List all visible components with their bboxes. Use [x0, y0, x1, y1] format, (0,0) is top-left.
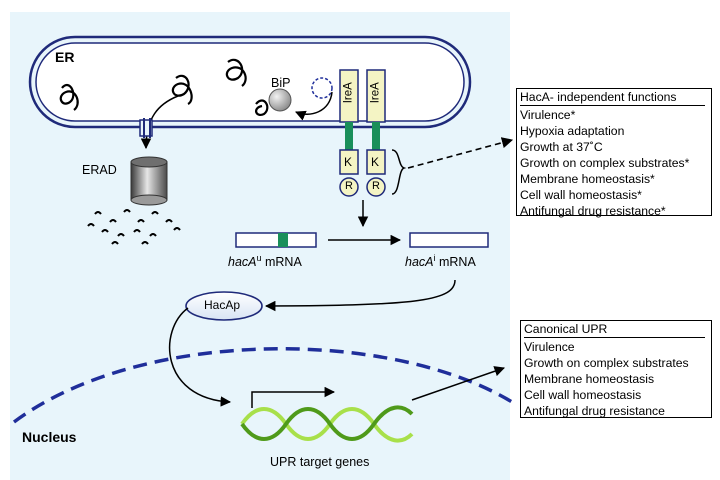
proteasome-top [130, 156, 168, 168]
irea-label-2: IreA [369, 82, 382, 104]
peptide-fragments [87, 209, 181, 245]
dashed-arrow-independent [407, 137, 514, 169]
canonical-item: Antifungal drug resistance [524, 404, 665, 418]
erad-export-arrow [140, 95, 179, 150]
irea-label-1: IreA [342, 82, 355, 104]
hacp-label: HacAp [204, 298, 241, 312]
canonical-upr-title: Canonical UPR [524, 322, 608, 336]
hacai-mrna-label: hacAi mRNA [405, 254, 476, 269]
canonical-item: Growth on complex substrates [524, 356, 689, 370]
canonical-upr-divider [524, 337, 705, 338]
independent-item: Hypoxia adaptation [520, 124, 625, 138]
hacau-superscript: u [256, 253, 262, 263]
nuclear-envelope [12, 347, 513, 424]
hacau-mrna-bar [235, 232, 317, 248]
rnase-label-2: R [372, 180, 380, 192]
hacai-mrna-bar [409, 232, 489, 248]
curly-brace [391, 149, 407, 195]
bip-release-arrow [295, 91, 333, 121]
dna-double-helix [240, 405, 414, 443]
independent-item: Cell wall homeostasis* [520, 188, 642, 202]
nucleus-label: Nucleus [22, 429, 77, 445]
upr-target-genes-label: UPR target genes [270, 455, 370, 469]
hacau-mrna-text: mRNA [261, 255, 302, 270]
independent-item: Growth on complex substrates* [520, 156, 690, 170]
hacA-independent-divider [520, 105, 705, 106]
unfolded-protein-2 [171, 74, 193, 105]
erad-label: ERAD [82, 163, 117, 177]
arrow-canonical-upr [411, 366, 505, 401]
bip-protein [268, 88, 292, 112]
independent-item: Virulence* [520, 108, 576, 122]
canonical-item: Virulence [524, 340, 575, 354]
unfolded-protein-3 [225, 58, 247, 87]
independent-item: Membrane homeostasis* [520, 172, 655, 186]
er-membrane-outer [28, 35, 472, 129]
canonical-item: Membrane homeostasis [524, 372, 655, 386]
rnase-label-1: R [345, 180, 353, 192]
unfolded-protein-1 [59, 84, 79, 111]
irea-receptor-1 [339, 69, 359, 197]
irea-receptor-2 [366, 69, 386, 197]
hacai-mrna-text: mRNA [435, 255, 476, 270]
unfolded-protein-4 [255, 99, 269, 116]
canonical-item: Cell wall homeostasis [524, 388, 642, 402]
nuclear-import-arrow [168, 307, 232, 407]
bip-binding-site [311, 77, 333, 99]
hacA-independent-functions-box: HacA- independent functions Virulence* H… [516, 88, 712, 218]
hacp-protein [185, 291, 263, 321]
transcription-arrow [251, 386, 336, 408]
hacau-gene-name: hacA [228, 255, 257, 270]
kinase-label-1: K [344, 155, 353, 169]
hacai-superscript: i [433, 253, 436, 263]
independent-item: Antifungal drug resistance* [520, 204, 666, 218]
er-lumen [35, 42, 465, 122]
proteasome-body [130, 161, 168, 201]
kinase-label-2: K [371, 155, 380, 169]
bip-label: BiP [271, 76, 291, 90]
hacA-independent-title: HacA- independent functions [520, 90, 677, 104]
hacau-intron [278, 233, 288, 247]
translation-arrow [264, 279, 456, 312]
hacai-gene-name: hacA [405, 255, 434, 270]
proteasome-bottom [130, 194, 168, 206]
hacau-mrna-label: hacAu mRNA [228, 254, 302, 269]
canonical-upr-box: Canonical UPR Virulence Growth on comple… [520, 320, 712, 418]
independent-item: Growth at 37˚C [520, 140, 603, 154]
er-label: ER [55, 49, 75, 65]
